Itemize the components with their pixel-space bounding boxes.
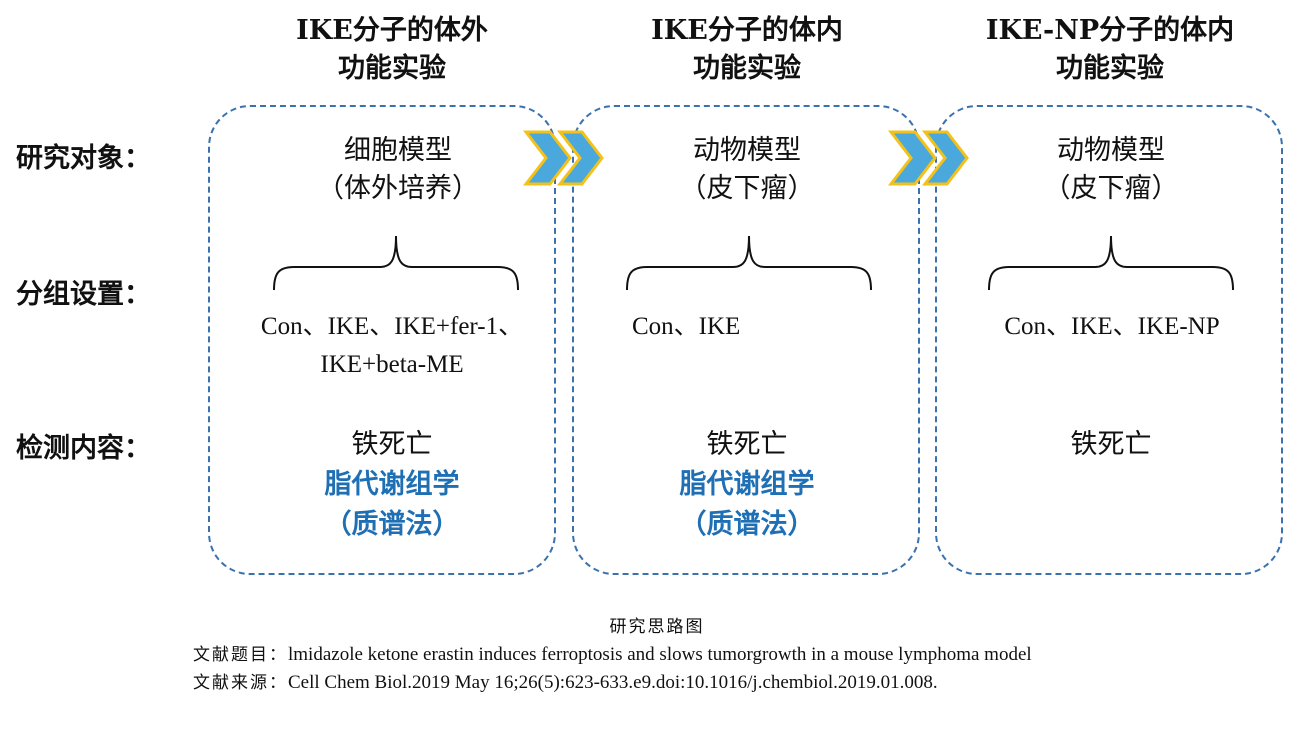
group-line: Con、IKE、IKE+fer-1、 <box>260 313 524 340</box>
model-text-1: 细胞模型 （体外培养） <box>248 132 548 208</box>
experiment-panel-3 <box>935 105 1283 575</box>
detection-primary: 铁死亡 <box>351 429 433 460</box>
detection-highlight: （质谱法） <box>679 509 815 540</box>
curly-brace-icon <box>988 235 1234 291</box>
figure-caption: 研究思路图 <box>609 617 705 637</box>
column-title-3: IKE-NP分子的体内 功能实验 <box>945 12 1275 88</box>
group-line: Con、IKE <box>632 313 741 340</box>
double-chevron-arrow-icon <box>887 130 969 186</box>
detection-text-1: 铁死亡 脂代谢组学 （质谱法） <box>242 425 542 545</box>
column-title-line: 功能实验 <box>338 53 446 84</box>
detection-highlight: （质谱法） <box>324 509 460 540</box>
column-title-1: IKE分子的体外 功能实验 <box>227 12 557 88</box>
model-line: （体外培养） <box>317 173 479 204</box>
detection-highlight: 脂代谢组学 <box>679 469 815 500</box>
detection-primary: 铁死亡 <box>706 429 788 460</box>
experiment-panel-2 <box>572 105 920 575</box>
column-title-line: IKE分子的体外 <box>296 15 488 46</box>
detection-primary: 铁死亡 <box>1070 429 1152 460</box>
row-label-subject: 研究对象： <box>16 143 151 174</box>
reference-title: 文献题目：lmidazole ketone erastin induces fe… <box>193 640 1032 666</box>
detection-text-3: 铁死亡 <box>961 425 1261 465</box>
model-line: （皮下瘤） <box>1043 173 1179 204</box>
reference-title-value: lmidazole ketone erastin induces ferropt… <box>288 644 1032 665</box>
row-label-grouping: 分组设置： <box>16 279 151 310</box>
group-line: Con、IKE、IKE-NP <box>1004 313 1220 340</box>
column-title-2: IKE分子的体内 功能实验 <box>582 12 912 88</box>
reference-title-label: 文献题目： <box>193 645 288 665</box>
column-title-line: 功能实验 <box>1056 53 1164 84</box>
reference-source: 文献来源：Cell Chem Biol.2019 May 16;26(5):62… <box>193 668 938 694</box>
model-line: 动物模型 <box>693 135 801 166</box>
column-title-line: IKE-NP分子的体内 <box>985 15 1235 46</box>
detection-highlight: 脂代谢组学 <box>324 469 460 500</box>
detection-text-2: 铁死亡 脂代谢组学 （质谱法） <box>597 425 897 545</box>
model-line: 动物模型 <box>1057 135 1165 166</box>
model-text-3: 动物模型 （皮下瘤） <box>961 132 1261 208</box>
column-title-line: 功能实验 <box>693 53 801 84</box>
group-list-2: Con、IKE <box>632 308 832 346</box>
reference-source-label: 文献来源： <box>193 673 288 693</box>
model-line: （皮下瘤） <box>679 173 815 204</box>
group-line: IKE+beta-ME <box>320 351 464 378</box>
group-list-3: Con、IKE、IKE-NP <box>962 308 1262 346</box>
model-text-2: 动物模型 （皮下瘤） <box>597 132 897 208</box>
experiment-panel-1 <box>208 105 556 575</box>
curly-brace-icon <box>273 235 519 291</box>
curly-brace-icon <box>626 235 872 291</box>
model-line: 细胞模型 <box>344 135 452 166</box>
column-title-line: IKE分子的体内 <box>651 15 843 46</box>
reference-source-value: Cell Chem Biol.2019 May 16;26(5):623-633… <box>288 672 938 693</box>
group-list-1: Con、IKE、IKE+fer-1、 IKE+beta-ME <box>218 308 566 384</box>
double-chevron-arrow-icon <box>522 130 604 186</box>
row-label-detection: 检测内容： <box>16 433 151 464</box>
